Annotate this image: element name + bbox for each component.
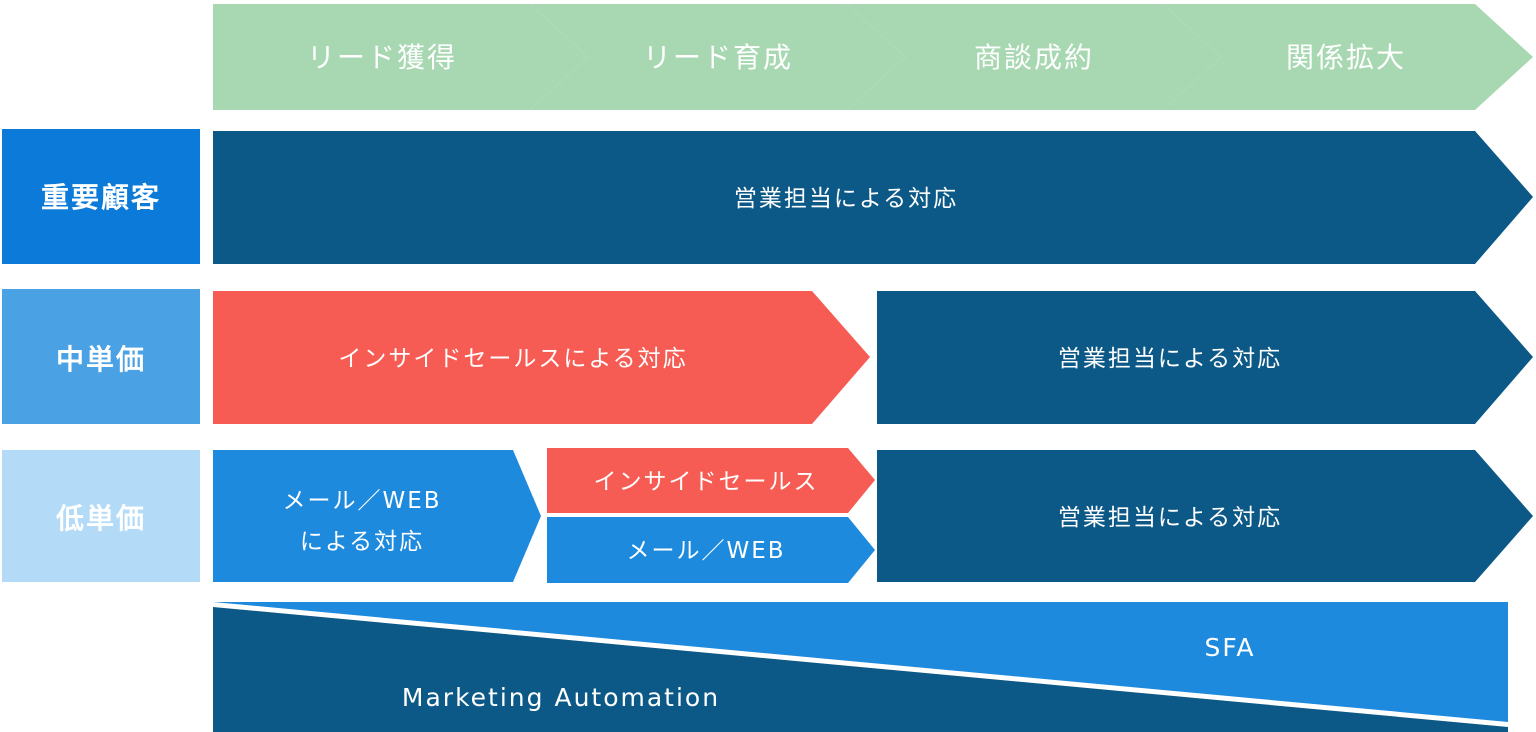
row-label-box-low: [2, 450, 200, 582]
mail-web-arrow-low: [213, 450, 541, 582]
mail-web-small-label-low: メール／WEB: [626, 538, 785, 564]
sfa-label: SFA: [1204, 633, 1255, 662]
sales-arrow-mid: [877, 291, 1533, 424]
stage-chevron-lead-acquisition: [213, 4, 588, 110]
inside-sales-label-low: インサイドセールス: [594, 469, 819, 495]
row-label-box-important: [2, 129, 200, 264]
row-label-important: 重要顧客: [41, 181, 161, 214]
stage-label-lead-nurturing: リード育成: [643, 41, 793, 74]
stage-chevron-relationship-expansion: [1163, 4, 1533, 110]
sales-arrow-low: [877, 450, 1533, 582]
mail-web-small-arrow-low: [547, 517, 875, 583]
system-wedges: SFA Marketing Automation: [213, 602, 1508, 732]
stage-chevron-lead-nurturing: [530, 4, 905, 110]
row-label-low: 低単価: [55, 502, 146, 535]
stage-header: リード獲得 リード育成 商談成約 関係拡大: [213, 4, 1533, 110]
sfa-wedge: [213, 602, 1508, 722]
row-label-box-mid: [2, 289, 200, 424]
stage-label-lead-acquisition: リード獲得: [307, 41, 457, 74]
inside-sales-label-mid: インサイドセールスによる対応: [338, 346, 687, 372]
ma-wedge: [213, 607, 1508, 732]
inside-sales-arrow-mid: [213, 291, 870, 424]
row-important-customers: 重要顧客 営業担当による対応: [2, 129, 1533, 264]
ma-label: Marketing Automation: [402, 683, 720, 712]
inside-sales-arrow-low: [547, 448, 875, 513]
sales-arrow-important: [213, 131, 1533, 264]
row-label-mid: 中単価: [56, 343, 146, 376]
stage-chevron-deal-closing: [847, 4, 1221, 110]
mail-web-label-line1: メール／WEB: [282, 488, 441, 514]
sales-label-low: 営業担当による対応: [1058, 505, 1282, 531]
row-low-price: 低単価 メール／WEB による対応 インサイドセールス メール／WEB 営業担当…: [2, 448, 1533, 583]
mail-web-label-line2: による対応: [300, 529, 424, 555]
stage-label-relationship-expansion: 関係拡大: [1286, 41, 1406, 74]
stage-label-deal-closing: 商談成約: [974, 41, 1094, 74]
sales-label-important: 営業担当による対応: [734, 186, 958, 212]
row-mid-price: 中単価 インサイドセールスによる対応 営業担当による対応: [2, 289, 1533, 424]
sales-label-mid: 営業担当による対応: [1058, 346, 1282, 372]
